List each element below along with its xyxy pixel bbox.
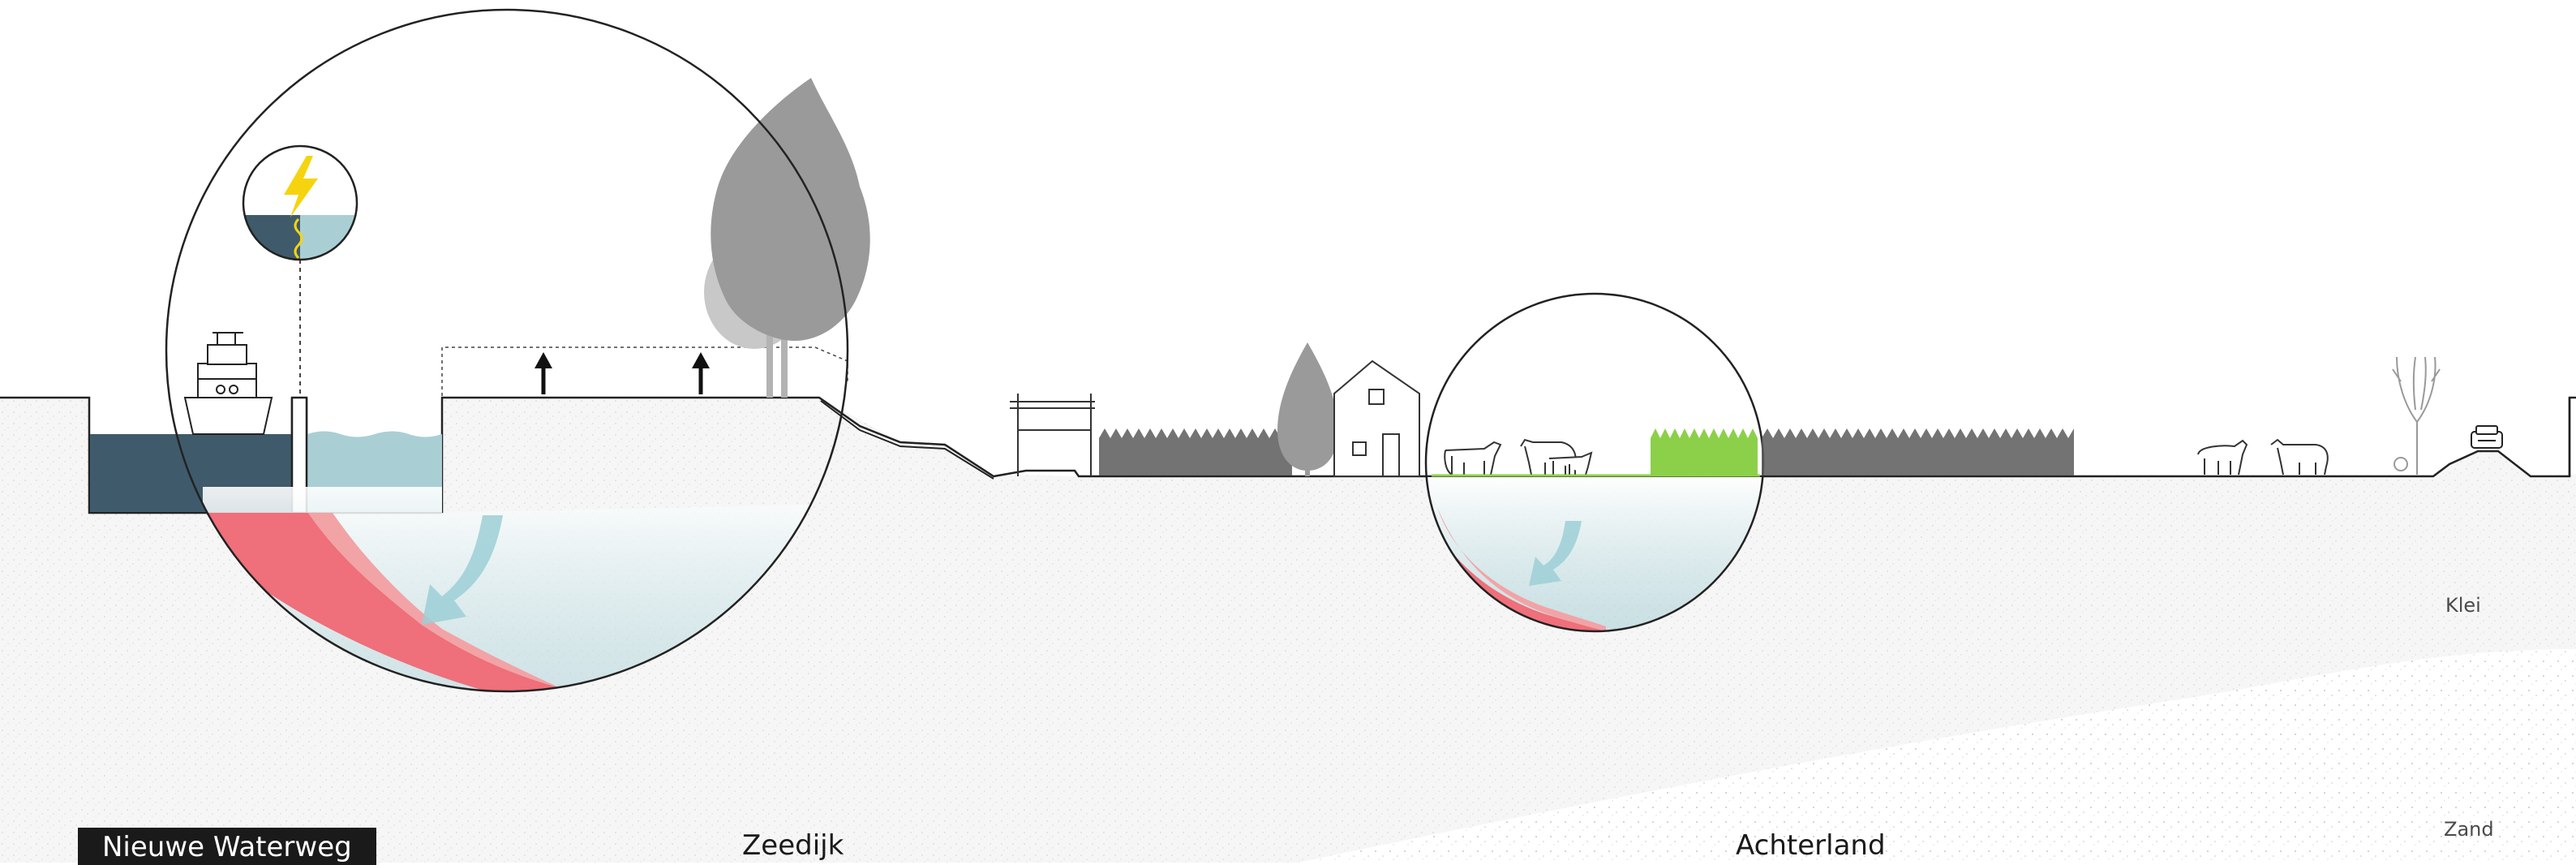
flow-arrow-icon-small bbox=[1529, 521, 1582, 586]
house-icon bbox=[1333, 359, 1420, 477]
energy-dial bbox=[242, 144, 358, 261]
dike-slope-edge bbox=[820, 400, 994, 480]
boat-icon bbox=[183, 332, 273, 435]
gate-structure bbox=[1010, 394, 1095, 476]
crop-field-icon bbox=[1651, 428, 1758, 476]
car-icon bbox=[2471, 425, 2503, 449]
crop-field-icon bbox=[1099, 428, 1292, 476]
cow-icon bbox=[1520, 438, 1577, 476]
cow-icon bbox=[2197, 439, 2248, 476]
label-klei: Klei bbox=[2445, 594, 2481, 617]
lightning-icon bbox=[284, 156, 318, 217]
up-arrow-icon bbox=[535, 352, 552, 394]
bare-tree-icon bbox=[2392, 356, 2441, 475]
label-achterland: Achterland bbox=[1736, 829, 1886, 862]
tree-icon bbox=[704, 78, 870, 398]
label-zeedijk: Zeedijk bbox=[742, 829, 844, 862]
cow-icon bbox=[1548, 451, 1593, 476]
cow-icon bbox=[2270, 438, 2329, 476]
tree-icon bbox=[1277, 342, 1338, 476]
sand-soil-layer bbox=[1298, 649, 2576, 863]
label-nieuwe-waterweg: Nieuwe Waterweg bbox=[78, 828, 376, 865]
flow-arrow-icon bbox=[422, 515, 503, 625]
label-zand: Zand bbox=[2444, 818, 2494, 841]
up-arrow-icon bbox=[692, 352, 710, 394]
cow-icon bbox=[1444, 441, 1502, 476]
magnifier-circle-dike bbox=[165, 8, 849, 693]
crop-field-icon bbox=[1762, 428, 2074, 476]
